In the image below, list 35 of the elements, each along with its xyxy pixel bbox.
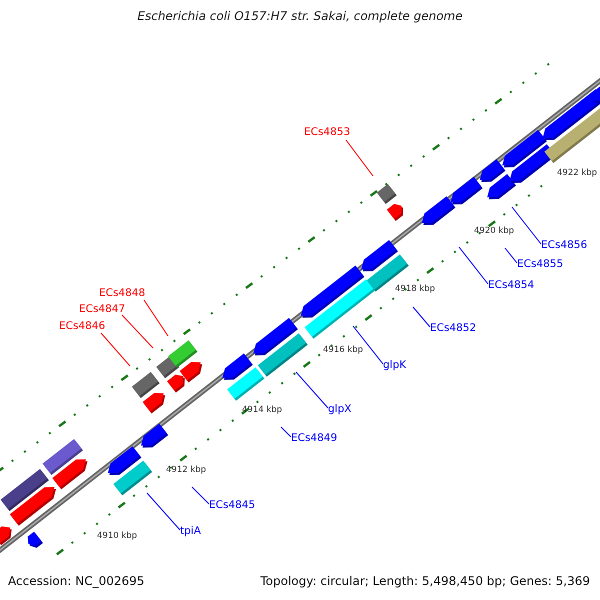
- position-label: 4916 kbp: [323, 345, 364, 355]
- leader-line: [296, 372, 328, 408]
- genome-info: Topology: circular; Length: 5,498,450 bp; Genes: 5,369: [260, 574, 590, 588]
- position-label: 4910 kbp: [97, 531, 138, 541]
- leader-line: [122, 314, 154, 348]
- leader-line: [144, 300, 168, 336]
- leader-line: [280, 426, 292, 438]
- leader-line: [512, 206, 542, 244]
- genome-info: Accession: NC_002695: [8, 574, 144, 588]
- gene-label: ECs4855: [517, 258, 564, 270]
- gene-label: ECs4856: [541, 239, 588, 251]
- gene-label: glpX: [328, 403, 352, 415]
- gene-label: ECs4849: [291, 432, 338, 444]
- gene-label: glpK: [383, 359, 406, 371]
- gene-label: ECs4854: [488, 279, 534, 291]
- gene-label: ECs4847: [79, 303, 126, 315]
- gene-label: ECs4846: [59, 320, 106, 332]
- diagram-title: Escherichia coli O157:H7 str. Sakai, complete genome: [136, 9, 464, 23]
- leader-line: [100, 332, 130, 366]
- gene-label: ECs4852: [430, 322, 476, 334]
- leader-line: [346, 140, 374, 176]
- leader-line: [458, 246, 488, 284]
- leader-line: [504, 248, 518, 264]
- position-label: 4922 kbp: [557, 168, 598, 178]
- gene-label: ECs4848: [99, 287, 146, 299]
- leader-line: [352, 326, 384, 364]
- gene-label: tpiA: [180, 525, 201, 537]
- gene-label: ECs4845: [209, 499, 256, 511]
- gene-label: ECs4853: [304, 126, 350, 138]
- position-label: 4918 kbp: [395, 284, 436, 294]
- leader-line: [192, 486, 210, 504]
- leader-line: [146, 492, 180, 530]
- leader-line: [412, 306, 430, 328]
- position-label: 4912 kbp: [166, 465, 206, 475]
- position-label: 4920 kbp: [474, 226, 514, 236]
